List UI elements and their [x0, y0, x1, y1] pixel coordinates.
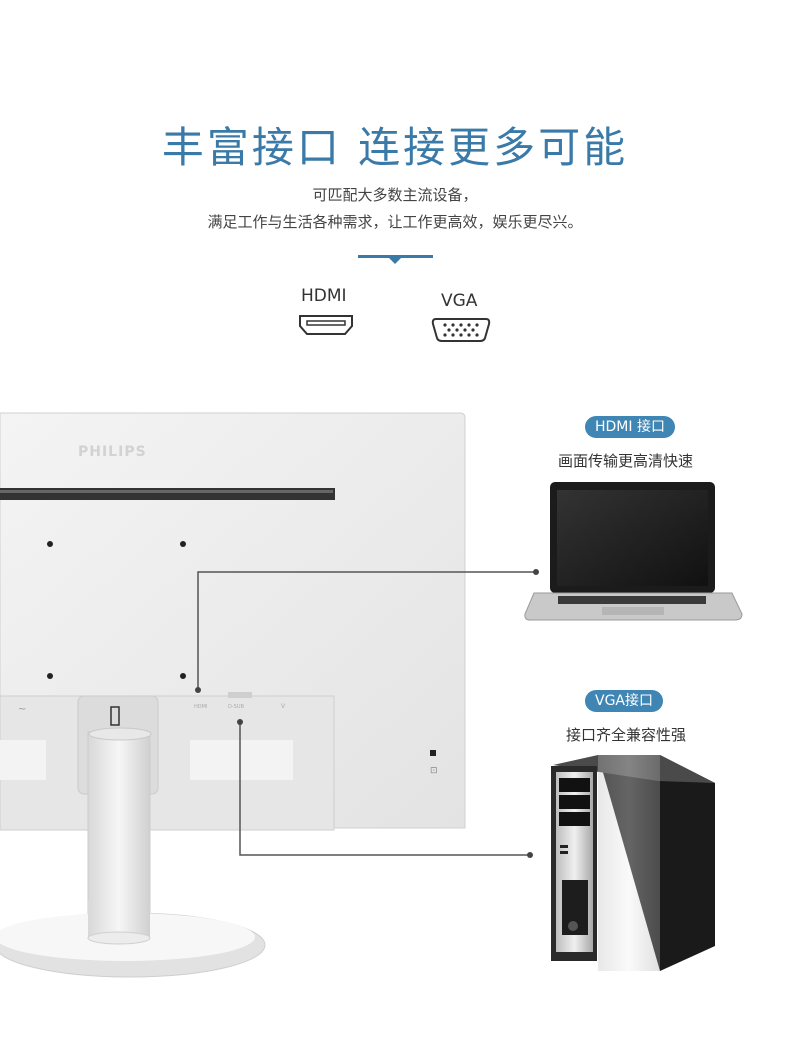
svg-text:⊡: ⊡	[430, 766, 438, 776]
connector-lines	[197, 571, 536, 856]
divider-notch	[389, 258, 401, 264]
monitor-stand	[0, 695, 266, 978]
hdmi-port-icon	[299, 315, 353, 335]
svg-text:~: ~	[18, 704, 26, 715]
product-illustration: PHILIPS ~ HDMI D-SUB V ⊡	[0, 412, 743, 978]
port-text-v: V	[281, 703, 286, 710]
port-text-hdmi: HDMI	[194, 704, 207, 710]
subtitle-line-2: 满足工作与生活各种需求，让工作更高效，娱乐更尽兴。	[207, 213, 583, 231]
monitor-back: PHILIPS ~ HDMI D-SUB V ⊡	[0, 412, 466, 831]
vga-port-icon	[431, 318, 491, 342]
title-divider	[358, 255, 433, 258]
subtitle-line-1: 可匹配大多数主流设备，	[312, 186, 478, 204]
vga-caption: 接口齐全兼容性强	[566, 726, 687, 744]
port-text-dsub: D-SUB	[228, 704, 244, 710]
page-title: 丰富接口 连接更多可能	[161, 123, 629, 172]
desktop-tower-icon	[551, 755, 715, 971]
hdmi-badge: HDMI 接口	[585, 416, 675, 438]
monitor-brand: PHILIPS	[78, 444, 147, 460]
hdmi-caption: 画面传输更高清快速	[558, 452, 694, 470]
vga-port-label: VGA	[441, 291, 478, 311]
laptop-icon	[524, 482, 743, 621]
vga-badge: VGA接口	[585, 690, 664, 712]
hdmi-port-label: HDMI	[301, 286, 347, 306]
